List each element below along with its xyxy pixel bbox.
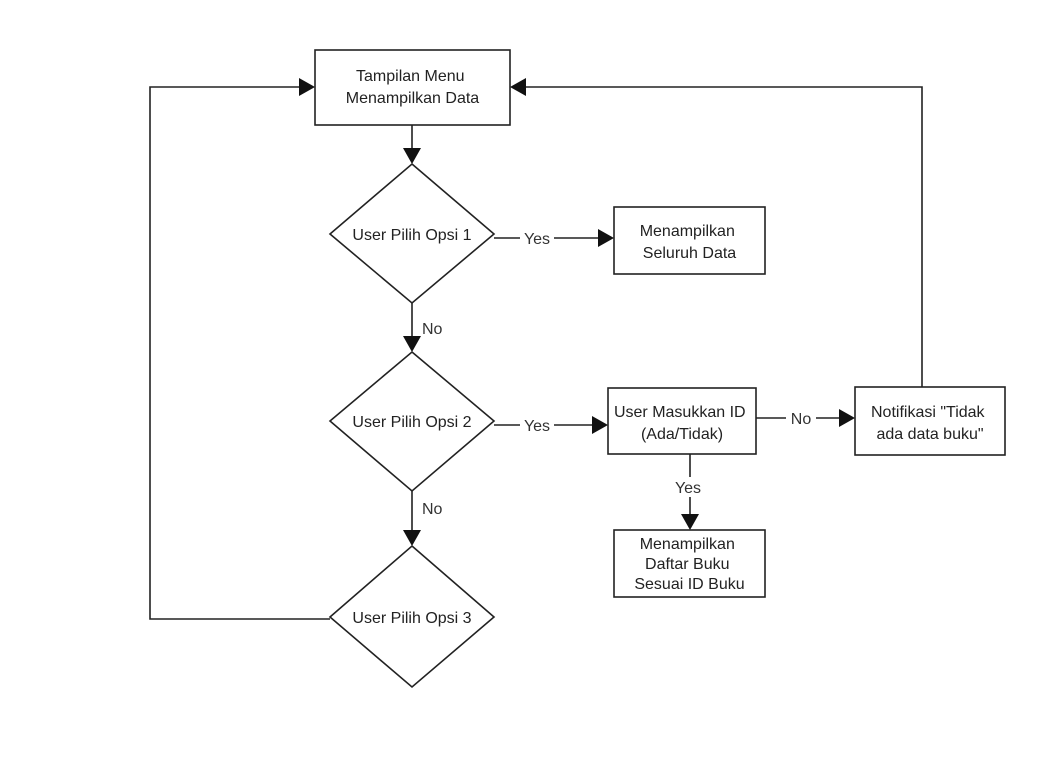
arrowhead-icon [592, 416, 608, 434]
decision-opsi-3-text: User Pilih Opsi 3 [352, 610, 471, 627]
edge-opsi3-to-menu [149, 86, 330, 620]
process-notifikasi-text: Notifikasi "Tidak ada data buku" [871, 404, 989, 443]
process-masukkan-id [607, 387, 757, 455]
decision-opsi-2 [328, 350, 496, 493]
process-daftar-buku-text: Menampilkan Daftar Buku Sesuai ID Buku [634, 536, 744, 593]
edge-label-masukkan-no: No [791, 411, 812, 428]
edge-label-masukkan-yes: Yes [675, 480, 701, 497]
edge-label-opsi1-yes: Yes [524, 231, 550, 248]
decision-opsi-1 [328, 162, 496, 305]
process-daftar-buku [613, 529, 766, 598]
arrowhead-icon [403, 336, 421, 352]
edge-notifikasi-to-menu [525, 86, 923, 387]
arrowhead-icon [510, 78, 526, 96]
decision-opsi-2-text: User Pilih Opsi 2 [352, 414, 471, 431]
arrowhead-icon [598, 229, 614, 247]
edge-label-opsi2-yes: Yes [524, 418, 550, 435]
process-tampilan-menu-text: Tampilan Menu Menampilkan Data [346, 68, 480, 107]
decision-opsi-3 [328, 544, 496, 689]
process-seluruh-data-text: Menampilkan Seluruh Data [640, 223, 740, 262]
decision-opsi-1-text: User Pilih Opsi 1 [352, 227, 471, 244]
process-seluruh-data [613, 206, 766, 275]
arrowhead-icon [403, 530, 421, 546]
edge-label-opsi1-no: No [422, 321, 443, 338]
process-tampilan-menu [314, 49, 511, 126]
process-masukkan-id-text: User Masukkan ID (Ada/Tidak) [614, 404, 750, 443]
process-notifikasi [854, 386, 1006, 456]
arrowhead-icon [299, 78, 315, 96]
arrowhead-icon [681, 514, 699, 530]
arrowhead-icon [403, 148, 421, 164]
arrowhead-icon [839, 409, 855, 427]
edge-label-opsi2-no: No [422, 501, 443, 518]
